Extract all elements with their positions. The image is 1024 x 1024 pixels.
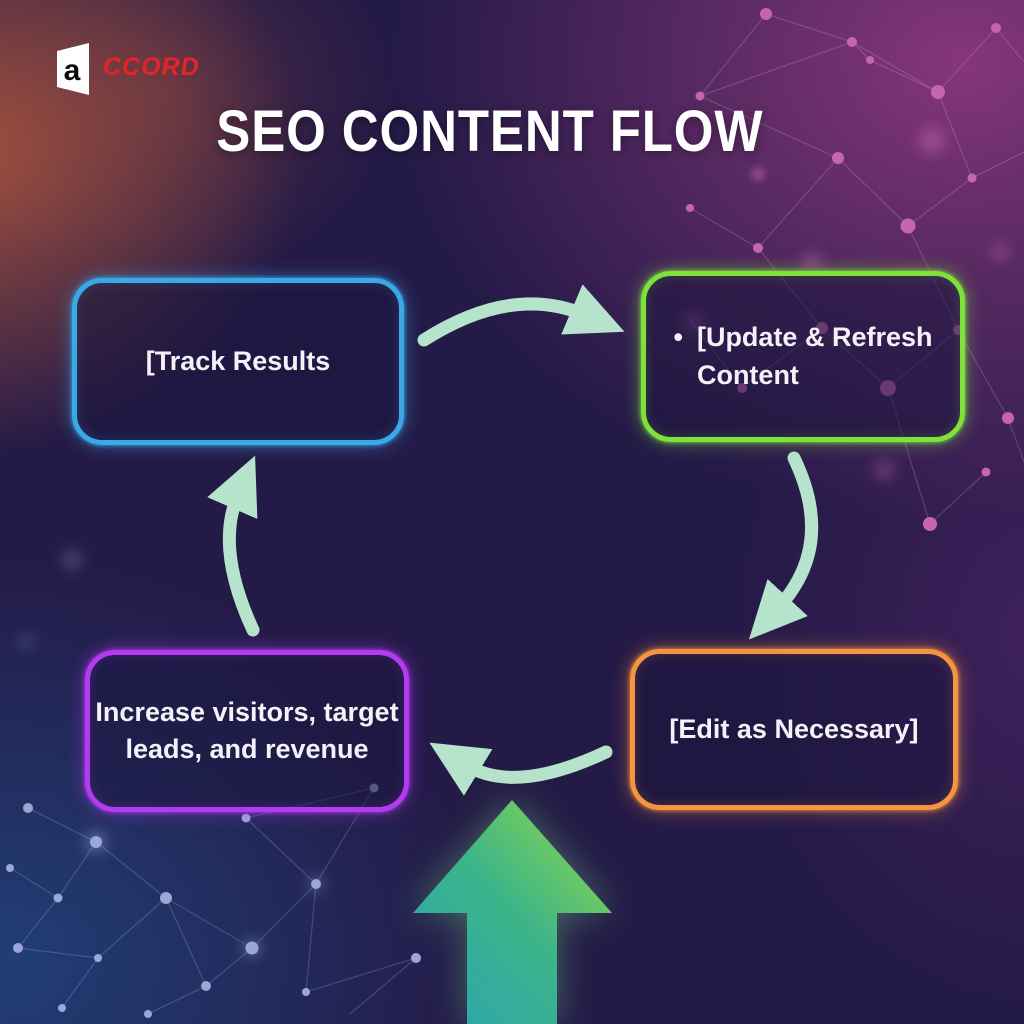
bullet-icon: •	[673, 322, 683, 353]
flow-step-update-refresh-label: [Update & Refresh Content	[697, 319, 933, 394]
flow-step-update-refresh-line1: [Update & Refresh	[696, 322, 933, 353]
network-pattern-top-right	[689, 13, 1024, 526]
arrow-bottom	[429, 742, 613, 796]
flow-step-edit-as-necessary: [Edit as Necessary]	[630, 649, 958, 810]
flow-step-track-results-label: [Track Results	[145, 345, 331, 376]
logo-mark-letter: a	[64, 54, 81, 87]
arrow-top	[417, 284, 625, 347]
network-pattern-bottom-left	[9, 787, 417, 1015]
flow-step-update-refresh-line2: Content	[696, 359, 799, 390]
logo-brand-text: CCORD	[103, 52, 200, 81]
flow-step-increase-line2: leads, and revenue	[125, 734, 369, 764]
flow-step-update-refresh-content: • [Update & Refresh Content	[641, 271, 965, 442]
flow-step-increase-line1: Increase visitors, target	[95, 696, 399, 727]
logo-mark-icon: a	[57, 43, 89, 95]
flow-step-track-results: [Track Results	[72, 278, 404, 445]
up-arrow-graphic	[413, 800, 612, 1024]
logo: a CCORD	[55, 42, 200, 96]
arrow-right	[748, 451, 819, 640]
arrow-left	[207, 455, 260, 637]
flow-step-increase-visitors: Increase visitors, target leads, and rev…	[85, 650, 409, 812]
flow-step-edit-label: [Edit as Necessary]	[669, 713, 919, 744]
title-wrap: SEO CONTENT FLOW	[0, 98, 980, 165]
page-title: SEO CONTENT FLOW	[216, 99, 764, 164]
network-nodes-top-right	[683, 8, 1014, 531]
flow-step-increase-label: Increase visitors, target leads, and rev…	[95, 694, 398, 769]
